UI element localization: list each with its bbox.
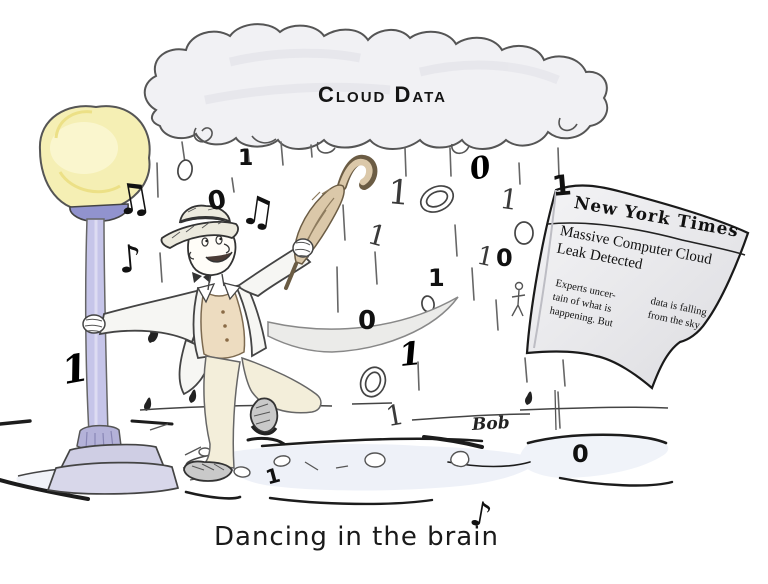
lamppost: [38, 105, 180, 495]
music-note: ♪: [116, 236, 145, 282]
binary-digit: 1: [386, 172, 412, 214]
cloud-drawing: [143, 23, 609, 155]
music-note: ♫: [236, 186, 279, 238]
umbrella: [284, 154, 378, 290]
artist-signature: Bob: [471, 413, 511, 435]
binary-digit: 0: [572, 440, 589, 468]
caption: Dancing in the brain: [214, 522, 499, 552]
music-note: ♫: [109, 171, 156, 226]
binary-digit: 1: [397, 333, 424, 375]
binary-digit: 0: [358, 306, 377, 336]
binary-digit: 1: [550, 168, 573, 203]
newspaper: [525, 184, 750, 390]
stick-figure-scribble: [511, 281, 526, 317]
standing-shoe: [183, 460, 233, 482]
raised-shoe: [249, 397, 279, 436]
binary-digit: 0: [496, 244, 513, 272]
straw-hat: [160, 204, 239, 249]
dancing-man: [82, 204, 459, 482]
cloud-label: Cloud Data: [318, 82, 447, 107]
coat-tail: [267, 296, 459, 353]
binary-digit: 1: [238, 146, 254, 171]
binary-digit: 1: [428, 264, 445, 292]
